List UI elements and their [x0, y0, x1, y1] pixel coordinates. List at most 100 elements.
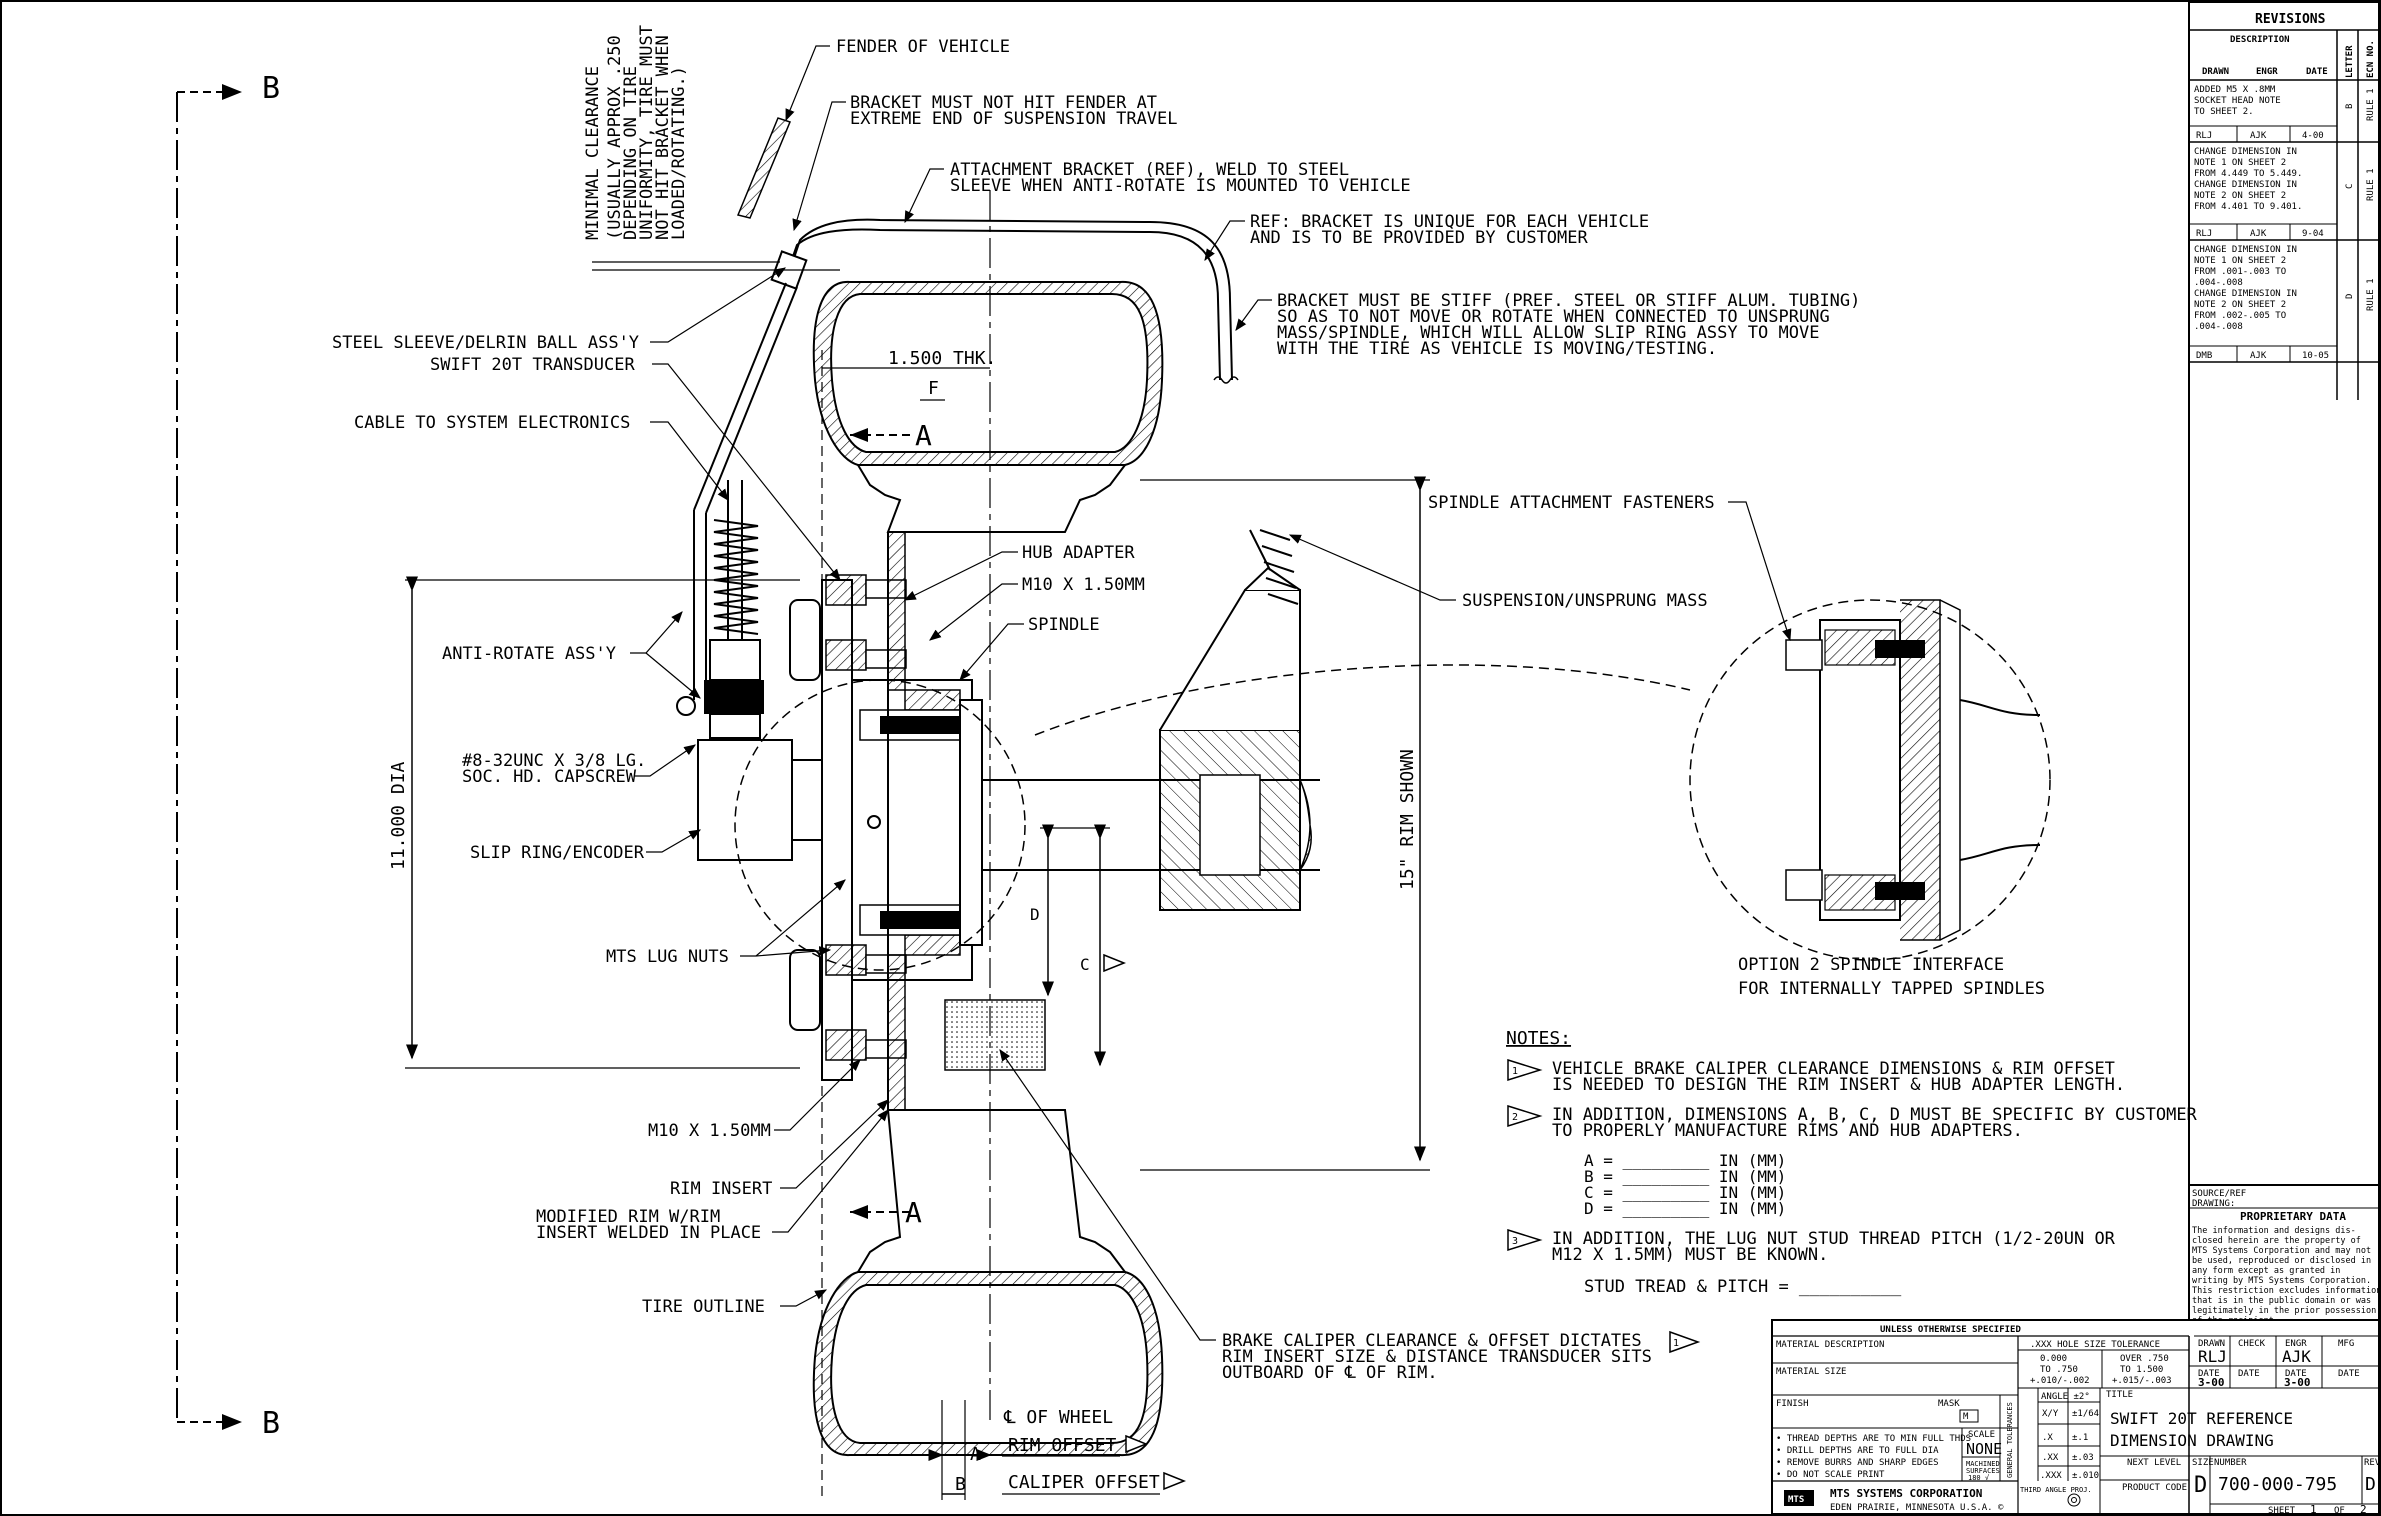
dim-c-line: C = _________ IN (MM) — [1584, 1183, 1786, 1202]
revision-desc-line: FROM .001-.003 TO — [2194, 267, 2286, 277]
steel-sleeve-label: STEEL SLEEVE/DELRIN BALL ASS'Y — [332, 333, 639, 353]
tb-date-lbl-2: DATE — [2238, 1369, 2260, 1379]
revision-desc-line: CHANGE DIMENSION IN — [2194, 180, 2297, 190]
note2-line2: TO PROPERLY MANUFACTURE RIMS AND HUB ADA… — [1552, 1121, 2023, 1141]
detail-circle-hub — [734, 679, 1026, 971]
revision-desc-line: .004-.008 — [2194, 278, 2243, 288]
revision-desc-line: FROM 4.449 TO 5.449. — [2194, 169, 2302, 179]
tb-hole-tol: .XXX HOLE SIZE TOLERANCE — [2030, 1340, 2160, 1350]
lug-nuts-label: MTS LUG NUTS — [606, 947, 729, 967]
revision-drawn: RLJ — [2196, 229, 2212, 239]
transducer-label: SWIFT 20T TRANSDUCER — [430, 355, 635, 375]
revision-desc-line: NOTE 2 ON SHEET 2 — [2194, 191, 2286, 201]
rev-col-letter: LETTER — [2345, 45, 2355, 78]
notes-heading: NOTES: — [1506, 1028, 1571, 1049]
revision-desc-line: FROM 4.401 TO 9.401. — [2194, 202, 2302, 212]
m10-upper-label: M10 X 1.50MM — [1022, 575, 1145, 595]
tb-next-level: NEXT LEVEL — [2127, 1458, 2181, 1468]
tb-scale: SCALE — [1968, 1430, 1995, 1440]
tire-outline-label: TIRE OUTLINE — [642, 1297, 765, 1317]
caliper-note-line-1: BRAKE CALIPER CLEARANCE & OFFSET DICTATE… — [1222, 1331, 1642, 1351]
revision-desc-line: FROM .002-.005 TO — [2194, 311, 2286, 321]
tb-date-lbl-1: DATE — [2198, 1369, 2220, 1379]
tb-angle: ANGLE ±2° — [2041, 1392, 2090, 1402]
attachment-bracket-label-1: ATTACHMENT BRACKET (REF), WELD TO STEEL — [950, 160, 1349, 180]
spindle-fasteners-label: SPINDLE ATTACHMENT FASTENERS — [1428, 493, 1715, 513]
bracket-fender-label-1: BRACKET MUST NOT HIT FENDER AT — [850, 93, 1157, 113]
option2-detail — [1689, 599, 2051, 961]
attachment-bracket-label-2: SLEEVE WHEN ANTI-ROTATE IS MOUNTED TO VE… — [950, 176, 1411, 196]
option2-label-2: FOR INTERNALLY TAPPED SPINDLES — [1738, 979, 2045, 999]
tb-company: MTS SYSTEMS CORPORATION — [1830, 1487, 1982, 1500]
tb-material-desc: MATERIAL DESCRIPTION — [1776, 1340, 1884, 1350]
capscrew-label-1: #8-32UNC X 3/8 LG. — [462, 751, 646, 771]
tb-rev: D — [2365, 1474, 2376, 1495]
revision-date: 9-04 — [2302, 229, 2324, 239]
proprietary-title: PROPRIETARY DATA — [2240, 1210, 2346, 1223]
tb-machined: MACHINED — [1966, 1460, 2000, 1468]
tb-date-drawn: 3-00 — [2198, 1376, 2225, 1389]
revision-engr: AJK — [2250, 131, 2267, 141]
tb-engr-lbl: ENGR — [2285, 1339, 2307, 1349]
revision-engr: AJK — [2250, 229, 2267, 239]
note3-line2: M12 X 1.5MM) MUST BE KNOWN. — [1552, 1245, 1828, 1265]
brake-caliper — [944, 999, 1046, 1071]
tb-drawn: RLJ — [2198, 1347, 2227, 1366]
tb-sheet: 1 — [2310, 1503, 2317, 1516]
revision-drawn: DMB — [2196, 351, 2212, 361]
revision-desc-line: NOTE 1 ON SHEET 2 — [2194, 256, 2286, 266]
ref-bracket-label-2: AND IS TO BE PROVIDED BY CUSTOMER — [1250, 228, 1589, 248]
tb-tol-a3: +.010/-.002 — [2030, 1376, 2090, 1386]
tb-x2: .XX — [2042, 1453, 2059, 1463]
c-dimension: C — [1080, 955, 1090, 974]
section-b-label-bottom: B — [262, 1406, 280, 1441]
fender-label: FENDER OF VEHICLE — [836, 37, 1010, 57]
caliper-offset-label: CALIPER OFFSET — [1008, 1472, 1160, 1493]
stiff-label-3: MASS/SPINDLE, WHICH WILL ALLOW SLIP RING… — [1277, 323, 1819, 343]
clearance-note: MINIMAL CLEARANCE (USUALLY APPROX .250 D… — [583, 25, 840, 271]
tb-number: 700-000-795 — [2218, 1474, 2337, 1495]
note1-line2: IS NEEDED TO DESIGN THE RIM INSERT & HUB… — [1552, 1075, 2125, 1095]
note2-line1: IN ADDITION, DIMENSIONS A, B, C, D MUST … — [1552, 1105, 2198, 1125]
proprietary-line: legitimately in the prior possession — [2192, 1306, 2376, 1316]
tb-date-lbl-4: DATE — [2338, 1369, 2360, 1379]
cable-spring — [704, 480, 764, 739]
rim-offset-label: RIM OFFSET — [1008, 1435, 1117, 1456]
ref-bracket-label-1: REF: BRACKET IS UNIQUE FOR EACH VEHICLE — [1250, 212, 1649, 232]
spindle-shaft — [982, 529, 1320, 911]
rev-col-engr: ENGR — [2256, 67, 2278, 77]
revision-date: 10-05 — [2302, 351, 2329, 361]
caliper-note-line-2: RIM INSERT SIZE & DISTANCE TRANSDUCER SI… — [1222, 1347, 1652, 1367]
clearance-line-3: DEPENDING ON TIRE — [621, 66, 641, 240]
revision-desc-line: CHANGE DIMENSION IN — [2194, 245, 2297, 255]
note3-line1: IN ADDITION, THE LUG NUT STUD THREAD PIT… — [1552, 1229, 2116, 1249]
dim-a-line: A = _________ IN (MM) — [1584, 1151, 1786, 1170]
callout-group-center: HUB ADAPTER M10 X 1.50MM SPINDLE SPINDLE… — [903, 493, 2045, 1383]
rim-profile — [857, 464, 1126, 1273]
option2-label-1: OPTION 2 SPINDLE INTERFACE — [1738, 955, 2004, 975]
proprietary-line: any form except as granted in — [2192, 1266, 2340, 1276]
clearance-line-2: (USUALLY APPROX .250 — [605, 35, 625, 240]
tb-surf-val: 180 √ — [1968, 1474, 1990, 1482]
flag-1-caliper: 1 — [1673, 1338, 1679, 1349]
title-line-2: DIMENSION DRAWING — [2110, 1431, 2274, 1450]
source-drawing: DRAWING: — [2192, 1199, 2235, 1209]
tb-surfaces: SURFACES — [1966, 1467, 2000, 1475]
section-marker-top: B — [176, 71, 280, 1422]
callout-group-left: STEEL SLEEVE/DELRIN BALL ASS'Y SWIFT 20T… — [332, 267, 889, 1317]
b-dimension: B — [955, 1474, 966, 1495]
tb-of-lbl: OF — [2334, 1506, 2345, 1516]
dim-b-line: B = _________ IN (MM) — [1584, 1167, 1786, 1186]
tb-tol-a1: 0.000 — [2040, 1354, 2067, 1364]
proprietary-text: The information and designs dis-closed h… — [2192, 1226, 2381, 1326]
tb-note1: • THREAD DEPTHS ARE TO MIN FULL THDS — [1776, 1434, 1971, 1444]
tb-date-lbl-3: DATE — [2285, 1369, 2307, 1379]
tb-mask: MASK — [1938, 1399, 1960, 1409]
revision-letter: B — [2345, 104, 2355, 109]
tb-x1: .X — [2042, 1433, 2053, 1443]
revision-ecn: RULE 1 — [2366, 278, 2376, 311]
rev-col-description: DESCRIPTION — [2230, 35, 2290, 45]
a-dimension: A — [970, 1444, 981, 1465]
tb-note4: • DO NOT SCALE PRINT — [1776, 1470, 1885, 1480]
anti-rotate-label: ANTI-ROTATE ASS'Y — [442, 644, 616, 664]
